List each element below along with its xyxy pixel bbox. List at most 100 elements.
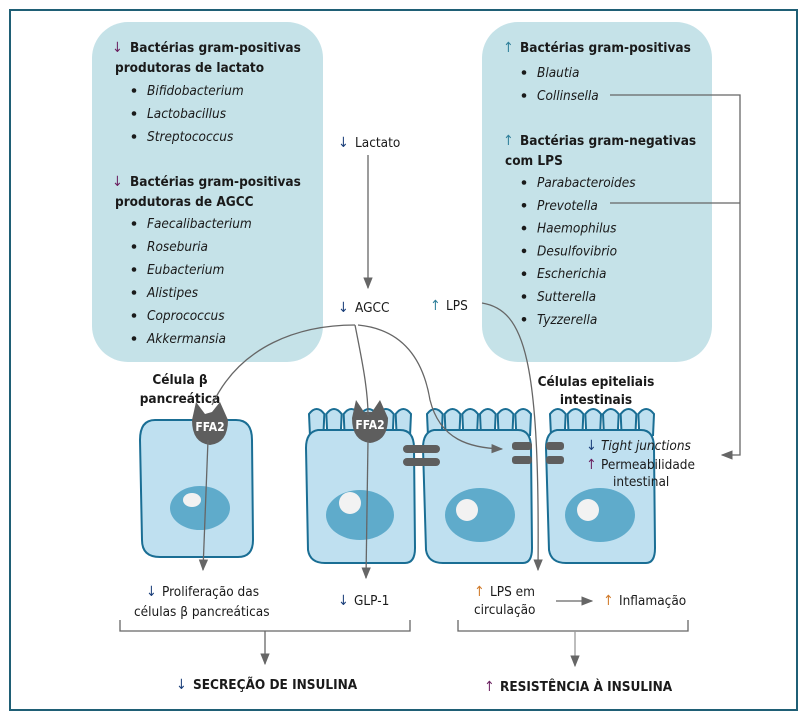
bacteria-list-item: Desulfovibrio [537, 243, 617, 259]
left-bracket [119, 620, 411, 632]
ffa2-to-glp1-arrow [361, 439, 371, 580]
inflammation-label: Inflamação [619, 593, 686, 609]
group-title: Bactérias gram-positivas [520, 40, 691, 56]
tight-junction [403, 445, 440, 466]
bacteria-list-item: Lactobacillus [147, 106, 227, 122]
down-arrow-icon: ↓ [112, 40, 123, 56]
bullet-icon [131, 267, 137, 272]
tight-junction [512, 442, 564, 464]
epithelial-cells-label: intestinais [560, 392, 632, 408]
bullet-icon [521, 203, 527, 208]
down-arrow-icon: ↓ [176, 677, 187, 693]
nucleus [565, 488, 635, 542]
bacteria-list-item: Blautia [537, 65, 579, 81]
left-group-lactate: ↓ Bactérias gram-positivas produtoras de… [112, 40, 301, 145]
frame [9, 9, 798, 711]
down-arrow-icon: ↓ [586, 438, 597, 454]
up-arrow-icon: ↑ [484, 679, 495, 695]
bacteria-list-item: Sutterella [537, 289, 596, 305]
bullet-icon [521, 225, 527, 231]
up-arrow-icon: ↑ [586, 457, 597, 473]
lps-circulation-label: LPS em [490, 584, 535, 600]
bacteria-list-item: Escherichia [537, 266, 606, 282]
down-arrow-icon: ↓ [338, 135, 349, 151]
receptor-label: FFA2 [355, 418, 384, 432]
proliferation-label: Proliferação das [162, 584, 259, 600]
group-title: produtoras de AGCC [115, 194, 254, 210]
down-arrow-icon: ↓ [112, 174, 123, 190]
bacteria-list-item: Roseburia [147, 239, 208, 255]
bullet-icon [131, 134, 137, 139]
group-title: Bactérias gram-positivas [130, 174, 301, 190]
bullet-icon [521, 180, 527, 185]
bullet-icon [521, 70, 527, 75]
glp1-label: GLP-1 [354, 593, 389, 609]
epithelial-cells-label: Células epiteliais [538, 374, 655, 390]
insulin-secretion-label: SECREÇÃO DE INSULINA [193, 676, 358, 693]
nucleus [326, 490, 394, 540]
tight-junctions-label: Tight junctions [601, 438, 692, 454]
bullet-icon [131, 88, 137, 93]
nucleolus [339, 492, 361, 514]
bacteria-list-item: Haemophilus [537, 221, 617, 237]
up-arrow-icon: ↑ [503, 40, 514, 56]
bacteria-list-item: Coprococcus [147, 308, 225, 324]
ffa2-receptor: FFA2 [352, 400, 388, 443]
agcc-to-ffa2-line [354, 324, 369, 416]
up-arrow-icon: ↑ [430, 298, 441, 314]
right-bracket [457, 620, 689, 632]
lps-label: LPS [446, 298, 468, 314]
up-arrow-icon: ↑ [474, 584, 485, 600]
nucleus [445, 488, 515, 542]
agcc-to-beta-cell-line [211, 324, 356, 406]
down-arrow-icon: ↓ [146, 584, 157, 600]
bullet-icon [521, 93, 527, 98]
agcc-label: AGCC [355, 300, 389, 316]
bacteria-list-item: Streptococcus [147, 129, 234, 145]
bacteria-list-item: Tyzzerella [537, 312, 597, 328]
beta-cell-label: pancreática [140, 391, 221, 407]
permeability-label: intestinal [613, 474, 669, 490]
lps-to-circulation-arrow [481, 302, 543, 572]
proliferation-label: células β pancreáticas [134, 604, 270, 620]
collinsella-connector-arrow [610, 94, 741, 460]
bullet-icon [131, 290, 137, 295]
beta-cell-to-proliferation-arrow [198, 439, 209, 572]
right-group-gram-positive: ↑ Bactérias gram-positivas BlautiaCollin… [503, 40, 691, 104]
bullet-icon [131, 244, 137, 249]
bacteria-list-item: Eubacterium [147, 262, 225, 278]
insulin-resistance-label: RESISTÊNCIA À INSULINA [500, 678, 673, 695]
nucleolus [577, 499, 599, 521]
group-title: Bactérias gram-negativas [520, 133, 696, 149]
bullet-icon [131, 221, 137, 226]
bullet-icon [521, 248, 527, 254]
right-bacteria-box [482, 22, 712, 362]
beta-cell-label: Célula β [152, 372, 208, 388]
bullet-icon [521, 294, 527, 299]
nucleolus [456, 499, 478, 521]
bullet-icon [131, 313, 137, 318]
up-arrow-icon: ↑ [503, 133, 514, 149]
bullet-icon [131, 336, 137, 341]
down-arrow-icon: ↓ [338, 300, 349, 316]
bacteria-list-item: Alistipes [146, 285, 199, 301]
left-bacteria-box [92, 22, 323, 362]
nucleus [170, 486, 230, 530]
bullet-icon [131, 111, 137, 116]
receptor-label: FFA2 [195, 420, 224, 434]
left-group-agcc: ↓ Bactérias gram-positivas produtoras de… [112, 174, 301, 347]
group-title: Bactérias gram-positivas [130, 40, 301, 56]
bacteria-list-item: Akkermansia [146, 331, 226, 347]
bullet-icon [521, 271, 527, 277]
down-arrow-icon: ↓ [338, 593, 349, 609]
up-arrow-icon: ↑ [603, 593, 614, 609]
bacteria-list-item: Bifidobacterium [147, 83, 244, 99]
ffa2-receptor: FFA2 [192, 402, 228, 445]
bacteria-list-item: Prevotella [537, 198, 598, 214]
permeability-label: Permeabilidade [601, 457, 695, 473]
lps-circulation-label: circulação [474, 602, 536, 618]
bullet-icon [521, 317, 527, 322]
group-title: com LPS [505, 153, 563, 169]
bacteria-list-item: Faecalibacterium [147, 216, 252, 232]
